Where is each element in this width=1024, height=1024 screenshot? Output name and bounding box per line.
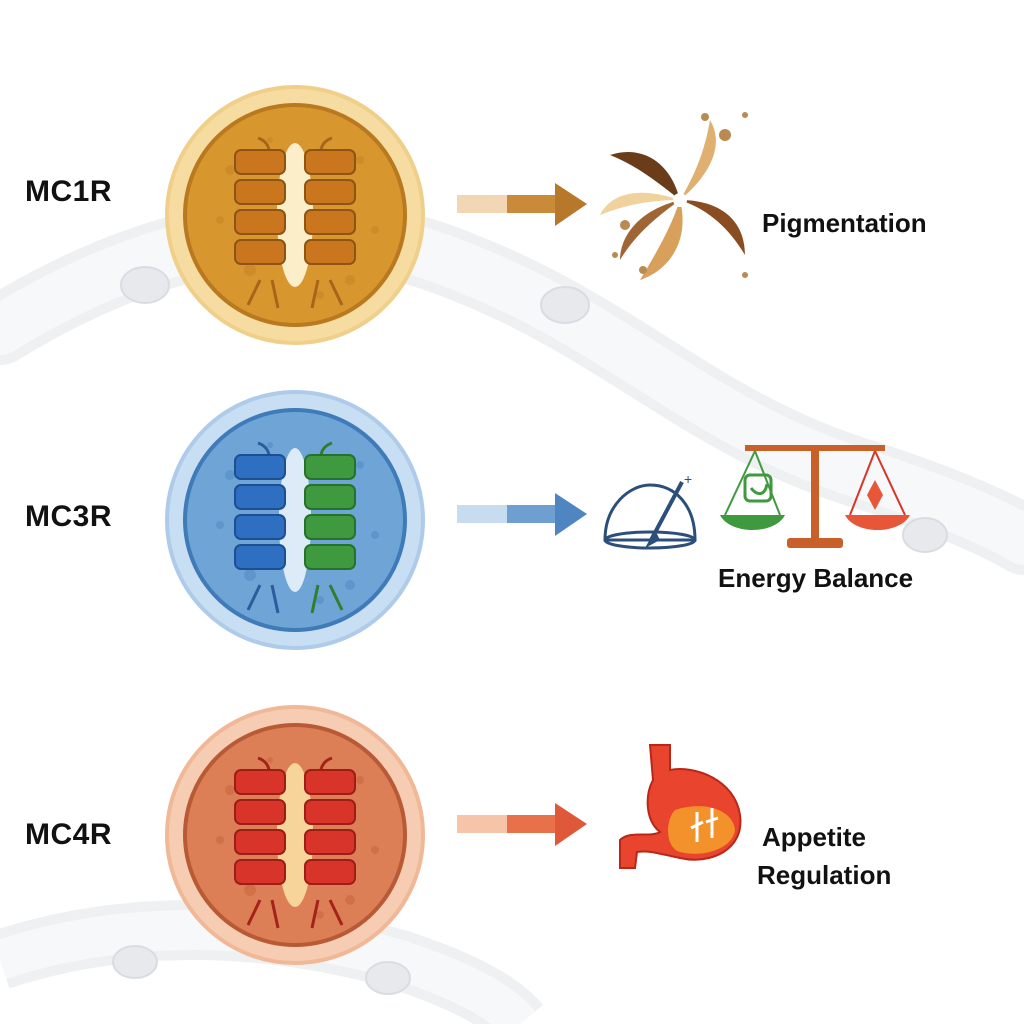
receptor-label-mc4r: MC4R [25, 818, 113, 851]
cell-mc4r [165, 705, 425, 965]
arrow-mc4r [457, 803, 587, 846]
pigment-swirl-icon [600, 112, 748, 280]
cell-mc1r [165, 85, 425, 345]
balance-scale-icon [720, 445, 910, 548]
receptor-label-mc3r: MC3R [25, 500, 113, 533]
cell-mc3r [165, 390, 425, 650]
arrow-mc3r [457, 493, 587, 536]
effect-label-pigmentation: Pigmentation [762, 208, 927, 238]
arrow-mc1r [457, 183, 587, 226]
stomach-icon [619, 744, 742, 869]
effect-label-appetite: Appetite [762, 822, 866, 852]
receptor-label-mc1r: MC1R [25, 175, 113, 208]
effect-label-regulation: Regulation [757, 860, 892, 890]
dome-gauge-icon: + [603, 471, 697, 550]
svg-text:+: + [684, 471, 692, 487]
effect-label-energy-balance: Energy Balance [718, 563, 914, 593]
